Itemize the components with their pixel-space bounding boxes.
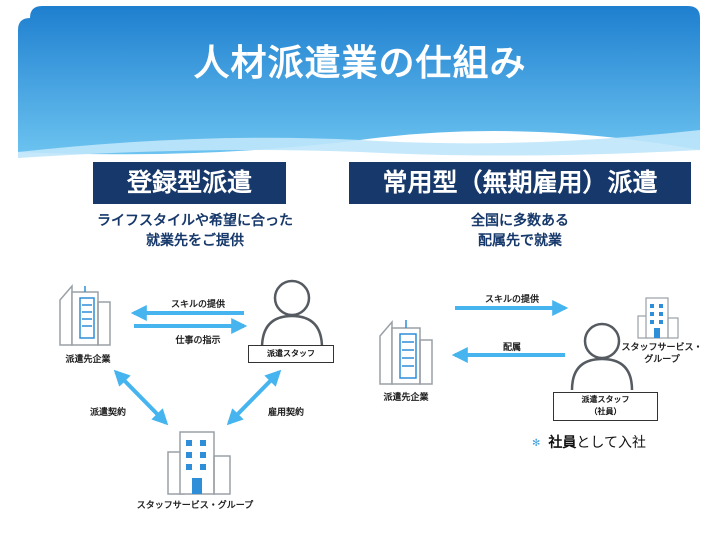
right-subtitle: 全国に多数ある 配属先で就業 [400,211,640,251]
left-client-building-icon [59,283,111,346]
left-staff-person-icon [260,279,324,349]
right-agency-label-line1: スタッフサービス・ [621,343,703,353]
bullet-icon: ✻ [532,437,541,449]
left-employment-contract-label: 雇用契約 [267,408,304,418]
page-title: 人材派遣業の仕組み [193,43,527,84]
left-arrow-dispatch-contract [113,369,169,426]
right-staff-label-line2: （社員） [589,407,622,416]
left-subtitle-line1: ライフスタイルや希望に合った [97,213,293,229]
right-agency-building-icon [637,297,679,339]
left-subtitle: ライフスタイルや希望に合った 就業先をご提供 [60,211,330,251]
left-section-heading: 登録型派遣 [93,162,286,204]
right-client-label: 派遣先企業 [383,393,429,403]
right-agency-label: スタッフサービス・ グループ [620,342,704,366]
left-dispatch-contract-label: 派遣契約 [89,408,126,418]
left-arrow-employment-contract [226,369,282,426]
employee-note: ✻ 社員として入社 [532,432,646,452]
note-strong-text: 社員 [548,435,577,451]
left-subtitle-line2: 就業先をご提供 [146,233,244,249]
right-agency-label-line2: グループ [644,355,680,365]
right-client-building-icon [379,319,433,385]
right-staff-label-line1: 派遣スタッフ [581,395,630,404]
left-arrow-instruction-label: 仕事の指示 [175,336,221,346]
right-arrow-assign-label: 配属 [502,343,521,353]
left-arrow-skill-label: スキルの提供 [170,300,225,310]
left-staff-label: 派遣スタッフ [248,345,334,363]
right-staff-person-icon [570,322,634,391]
header-banner [18,6,700,158]
right-section-heading: 常用型（無期雇用）派遣 [349,162,691,204]
note-rest-text: として入社 [576,435,646,451]
left-agency-label: スタッフサービス・グループ [136,501,254,511]
left-agency-building-icon [167,431,231,495]
right-arrow-skill-label: スキルの提供 [484,295,539,305]
right-subtitle-line2: 配属先で就業 [478,233,562,249]
right-subtitle-line1: 全国に多数ある [471,213,569,229]
right-staff-label: 派遣スタッフ （社員） [553,392,658,421]
left-client-label: 派遣先企業 [65,355,111,365]
